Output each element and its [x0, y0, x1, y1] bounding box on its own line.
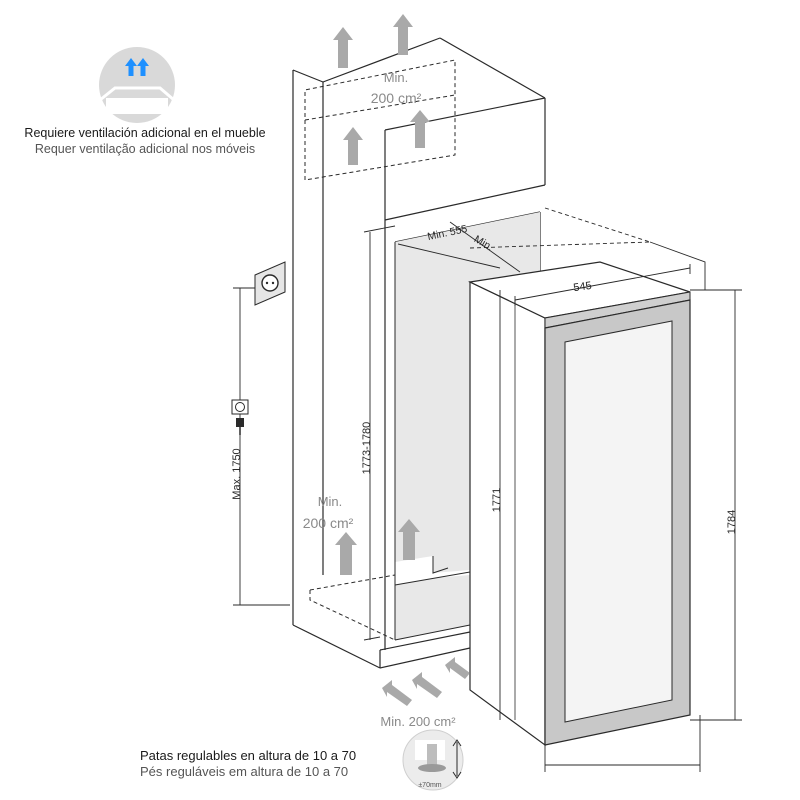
ventilation-caption: Requiere ventilación adicional en el mue… [20, 125, 270, 157]
ventilation-note-pt: Requer ventilação adicional nos móveis [34, 142, 256, 156]
top-vent-cutout [304, 59, 456, 181]
top-vent-min-label: Min. [384, 70, 409, 85]
niche-height-label: 1773-1780 [361, 422, 373, 475]
socket-icon [254, 261, 286, 306]
ventilation-icon [99, 47, 175, 123]
plug-socket-icon [231, 399, 249, 435]
appliance [467, 261, 691, 747]
legs-note-pt: Pés reguláveis em altura de 10 a 70 [140, 764, 349, 779]
dimension-lines [233, 207, 742, 772]
leg-range-label: ±70mm [418, 782, 441, 789]
leg-adjust-icon [402, 729, 464, 791]
appliance-width-label: 545 [573, 280, 593, 294]
top-vent-area-label: 200 cm² [371, 90, 422, 106]
socket-height-label: Max. 1750 [231, 448, 243, 499]
bottom-vent-label: Min. 200 cm² [380, 714, 456, 729]
appliance-total-height-label: 1784 [726, 510, 738, 534]
appliance-body-height-label: 1771 [491, 488, 503, 512]
legs-note-es: Patas regulables en altura de 10 a 70 [140, 748, 357, 763]
mid-vent-min-label: Min. [318, 494, 343, 509]
legs-caption: Patas regulables en altura de 10 a 70 Pé… [140, 748, 400, 780]
niche-interior [394, 212, 540, 641]
ventilation-note-es: Requiere ventilación adicional en el mue… [24, 126, 266, 140]
air-arrow-icon [333, 14, 470, 706]
mid-vent-area-label: 200 cm² [303, 515, 354, 531]
